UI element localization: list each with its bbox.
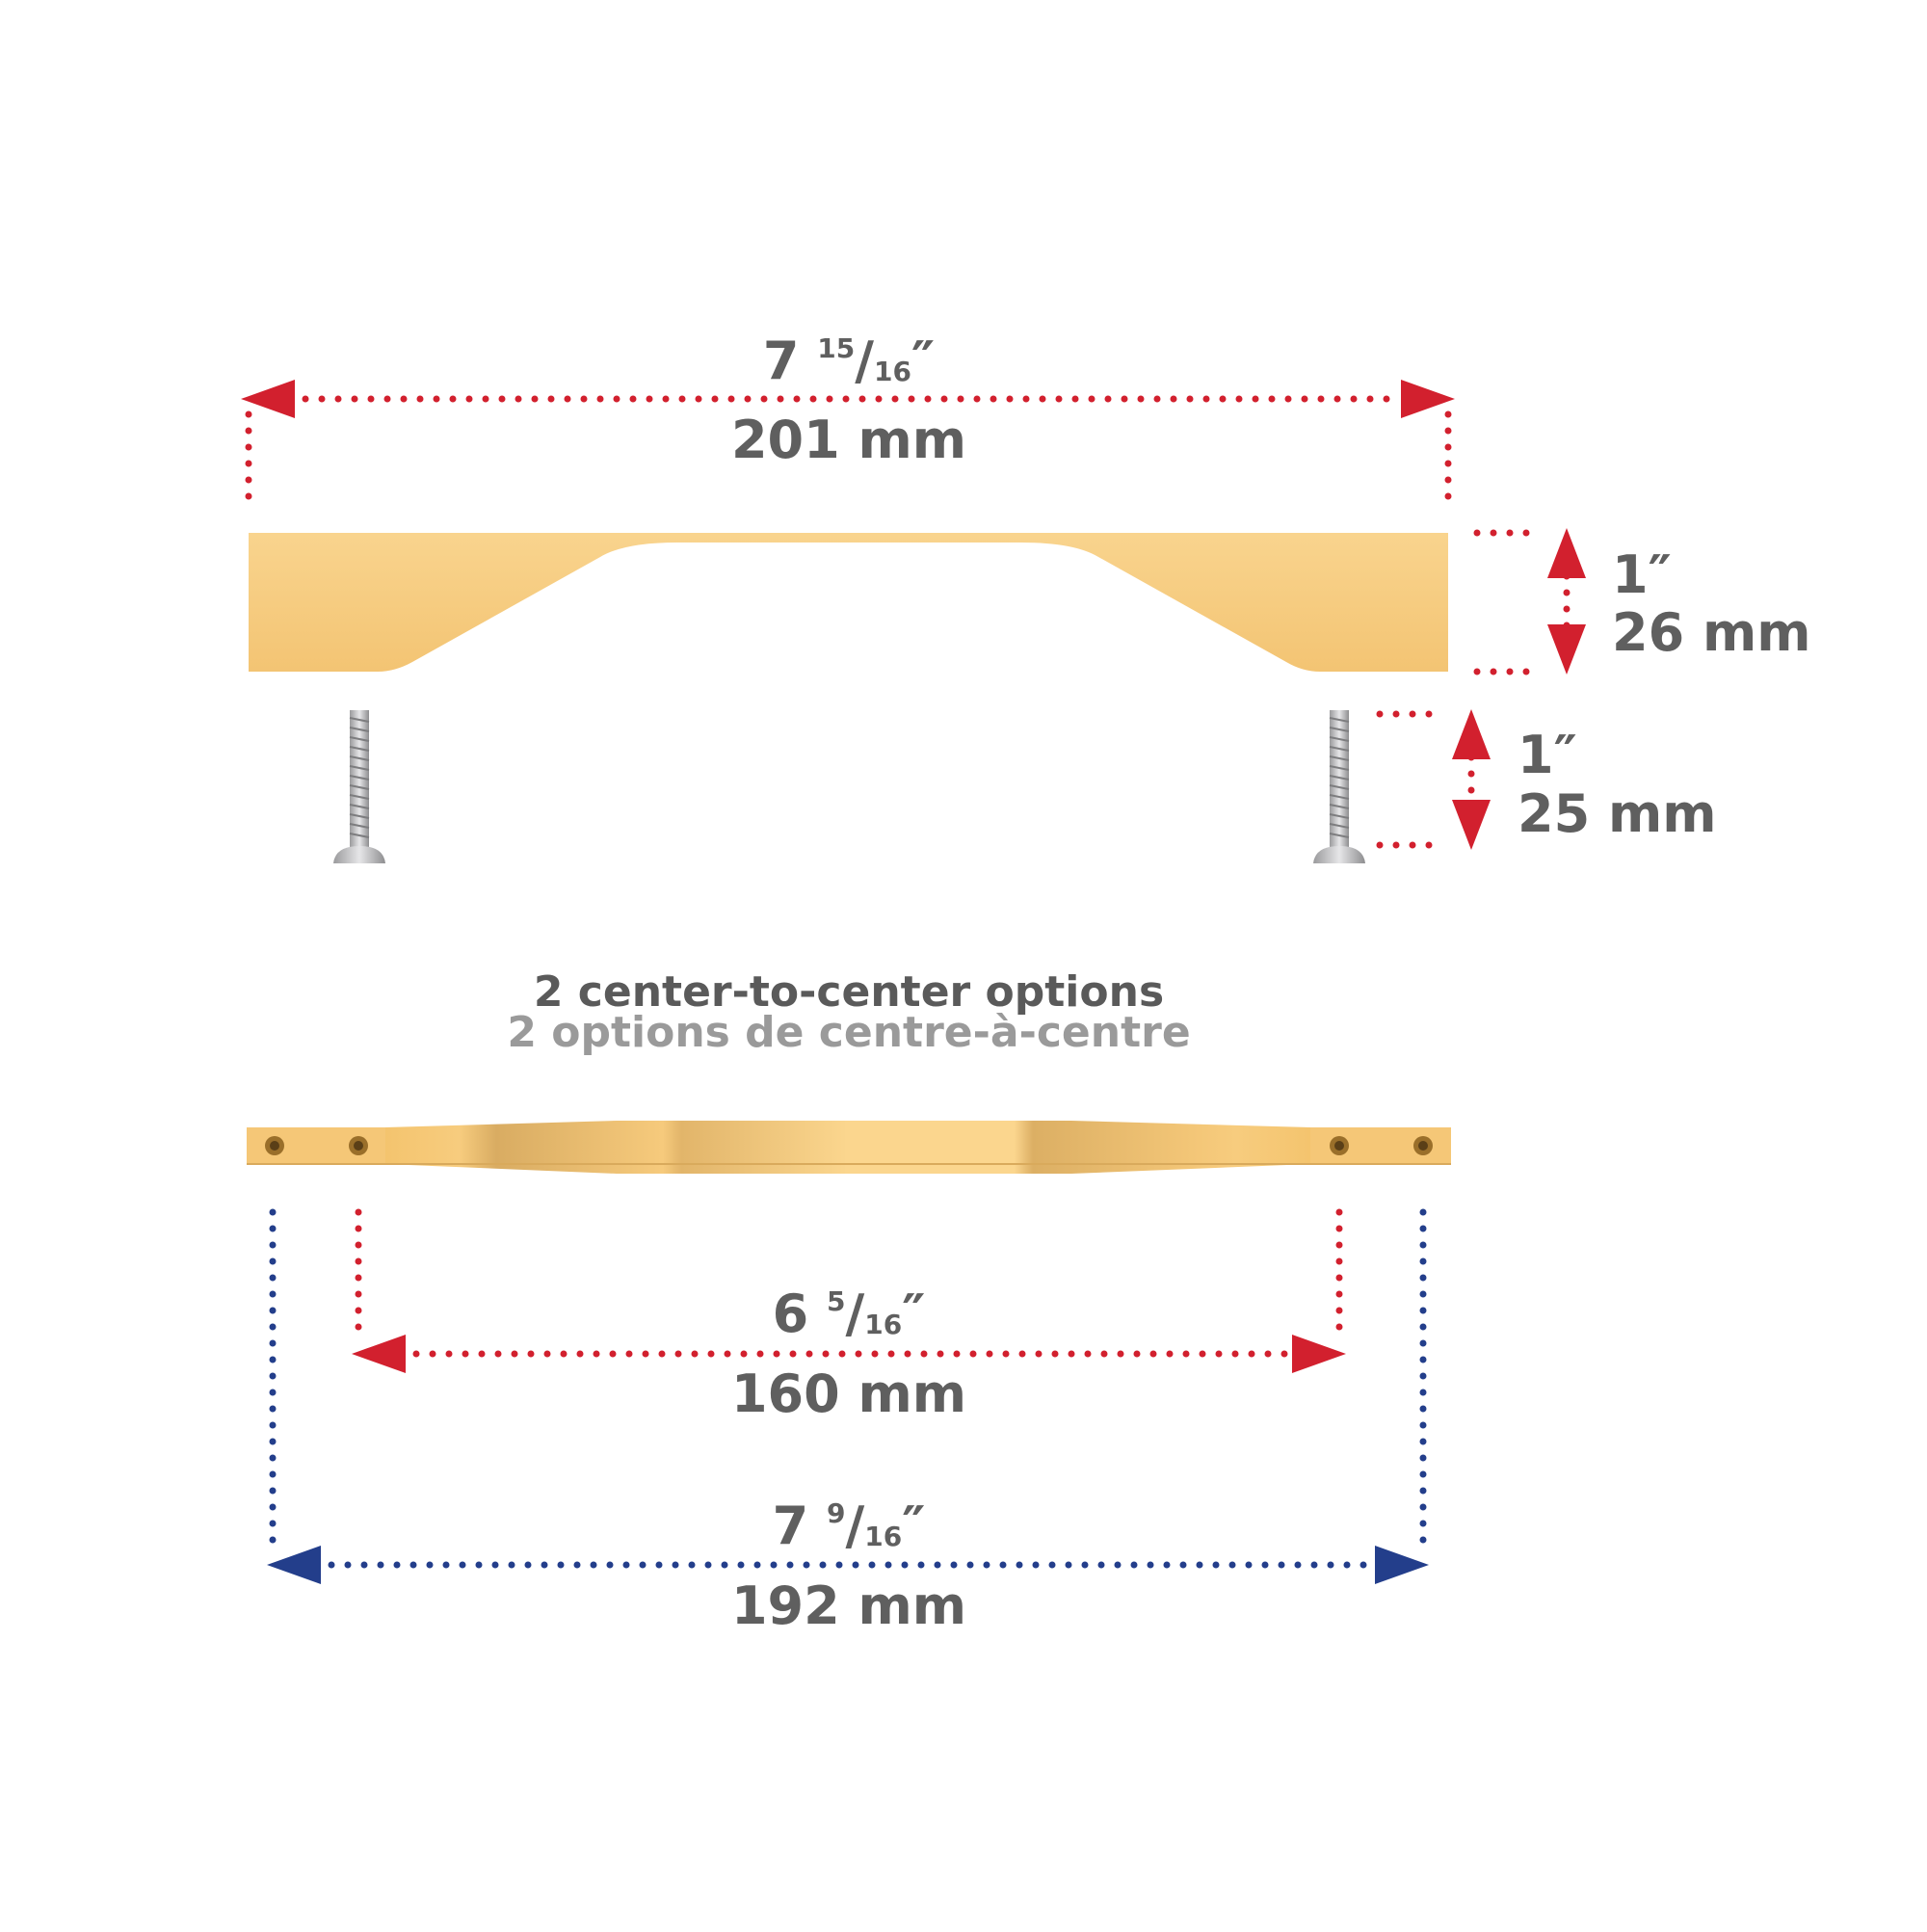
- handle-side-profile: [249, 533, 1448, 672]
- title-french: 2 options de centre-à-centre: [507, 1008, 1191, 1057]
- cc-160-dimension: [355, 1208, 1343, 1358]
- arrowhead-up: [1547, 528, 1586, 578]
- arrowhead-left: [352, 1335, 406, 1373]
- screw-length-mm-label: 25 mm: [1518, 783, 1717, 844]
- screw-length-inch-label: 1″: [1518, 725, 1577, 785]
- arrowhead-left: [267, 1546, 321, 1584]
- title-english: 2 center-to-center options: [533, 967, 1165, 1017]
- screw-length-dimension: [1376, 710, 1475, 849]
- cc-160-mm-label: 160 mm: [730, 1363, 967, 1424]
- height-dimension: [1473, 529, 1571, 675]
- screw-left: [333, 710, 385, 863]
- overall-length-inch-label: 7 15/16″: [762, 331, 936, 391]
- arrowhead-up: [1452, 709, 1491, 759]
- height-inch-label: 1″: [1612, 544, 1672, 605]
- cc-192-dimension: [269, 1208, 1427, 1569]
- arrowhead-right: [1375, 1546, 1429, 1584]
- arrowhead-left: [241, 380, 295, 418]
- arrowhead-down: [1452, 800, 1491, 850]
- overall-length-mm-label: 201 mm: [730, 410, 967, 470]
- cc-160-inch-label: 6 5/16″: [772, 1284, 926, 1344]
- arrowhead-right: [1401, 380, 1455, 418]
- arrowhead-right: [1292, 1335, 1346, 1373]
- screw-right: [1313, 710, 1365, 863]
- cc-192-mm-label: 192 mm: [730, 1575, 967, 1636]
- overall-length-dimension: [245, 395, 1452, 507]
- height-mm-label: 26 mm: [1612, 602, 1811, 663]
- arrowhead-down: [1547, 624, 1586, 675]
- cc-192-inch-label: 7 9/16″: [772, 1495, 926, 1556]
- handle-top-view: [247, 1121, 1451, 1174]
